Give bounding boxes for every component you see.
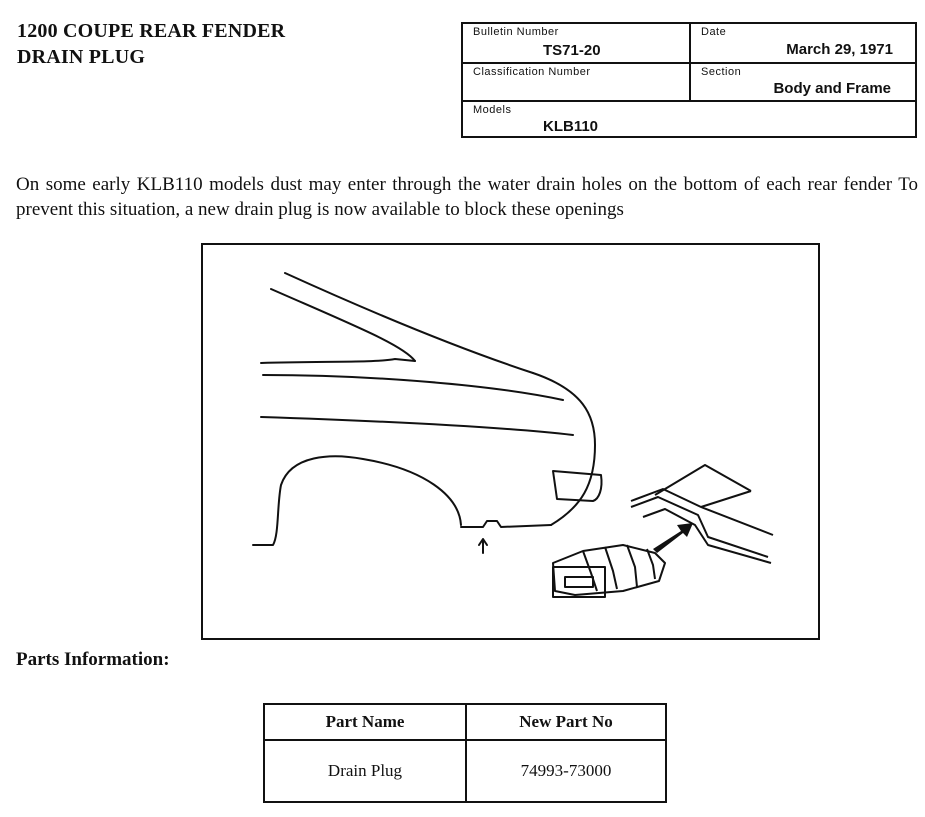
panel-edge	[654, 464, 752, 496]
lower-beltline	[260, 416, 574, 436]
bulletin-title: 1200 COUPE REAR FENDER DRAIN PLUG	[17, 18, 285, 70]
models-label: Models	[473, 104, 512, 116]
tail-lamp	[552, 470, 603, 502]
panel-section-mid	[630, 496, 769, 558]
column-header-part-name: Part Name	[263, 703, 467, 741]
classification-label: Classification Number	[473, 66, 591, 78]
info-box-divider	[463, 100, 915, 102]
bulletin-number-value: TS71-20	[543, 42, 601, 59]
upper-beltline	[262, 374, 564, 401]
info-box-divider	[463, 62, 915, 64]
column-header-new-part-no: New Part No	[465, 703, 667, 741]
panel-section-low	[642, 508, 772, 564]
section-value: Body and Frame	[773, 80, 891, 97]
date-label: Date	[701, 26, 727, 38]
drain-pointer-head	[478, 538, 488, 546]
bulletin-info-box: Bulletin Number TS71-20 Date March 29, 1…	[461, 22, 917, 138]
section-cell: Section Body and Frame	[691, 64, 917, 100]
fender-drawing	[252, 272, 774, 598]
panel-section-top	[630, 488, 774, 536]
drain-plug-part	[552, 544, 666, 598]
classification-cell: Classification Number	[463, 64, 689, 100]
table-row: Drain Plug 74993-73000	[263, 739, 667, 803]
title-line-1: 1200 COUPE REAR FENDER	[17, 20, 286, 42]
wheel-arch	[252, 455, 462, 546]
bulletin-number-label: Bulletin Number	[473, 26, 559, 38]
parts-information-heading: Parts Information:	[16, 649, 170, 670]
section-label: Section	[701, 66, 742, 78]
window-line	[270, 288, 416, 362]
window-base-line	[260, 358, 416, 364]
panel-edge	[700, 490, 752, 508]
part-number-cell: 74993-73000	[465, 739, 667, 803]
table-header-row: Part Name New Part No	[263, 703, 667, 741]
bulletin-number-cell: Bulletin Number TS71-20	[463, 24, 689, 62]
drain-plug-illustration	[201, 243, 820, 640]
body-paragraph: On some early KLB110 models dust may ent…	[16, 174, 918, 220]
roof-line	[284, 272, 534, 374]
insert-arrow	[653, 523, 693, 553]
drain-recess	[460, 520, 552, 528]
models-value: KLB110	[543, 118, 599, 135]
parts-table: Part Name New Part No Drain Plug 74993-7…	[263, 703, 667, 803]
title-line-2: DRAIN PLUG	[17, 46, 146, 68]
rear-contour	[532, 372, 596, 526]
models-cell: Models KLB110	[463, 102, 917, 138]
date-cell: Date March 29, 1971	[691, 24, 917, 62]
date-value: March 29, 1971	[786, 41, 893, 58]
part-name-cell: Drain Plug	[263, 739, 467, 803]
